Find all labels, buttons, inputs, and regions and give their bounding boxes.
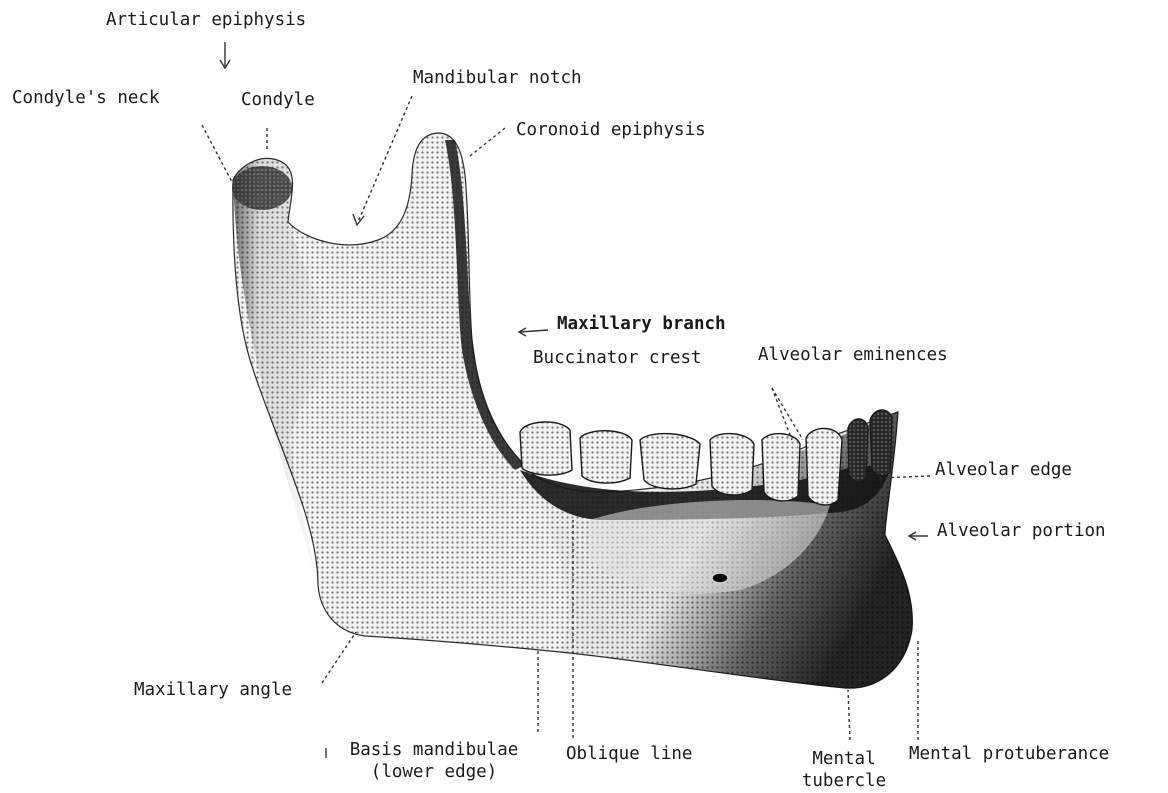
- condyle-head: [232, 166, 292, 210]
- label-mental-tubercle-line2: tubercle: [784, 773, 904, 791]
- label-basis-mandibulae-line2: (lower edge): [334, 764, 534, 782]
- label-maxillary-branch: Maxillary branch: [557, 316, 726, 334]
- label-alveolar-eminences: Alveolar eminences: [758, 347, 948, 365]
- label-coronoid-epiphysis: Coronoid epiphysis: [516, 122, 706, 140]
- label-mental-tubercle: Mental tubercle: [784, 751, 904, 790]
- label-alveolar-edge: Alveolar edge: [935, 462, 1072, 480]
- mental-foramen: [712, 573, 728, 583]
- label-alveolar-portion: Alveolar portion: [937, 523, 1106, 541]
- label-maxillary-angle: Maxillary angle: [134, 682, 292, 700]
- label-mandibular-notch: Mandibular notch: [413, 70, 582, 88]
- label-mental-protuberance: Mental protuberance: [909, 746, 1109, 764]
- label-basis-mandibulae: Basis mandibulae (lower edge): [334, 742, 534, 781]
- label-basis-mandibulae-line1: Basis mandibulae: [334, 742, 534, 760]
- label-articular-epiphysis: Articular epiphysis: [106, 12, 306, 30]
- label-condyle: Condyle: [241, 92, 315, 110]
- label-buccinator-crest: Buccinator crest: [533, 350, 702, 368]
- label-mental-tubercle-line1: Mental: [784, 751, 904, 769]
- label-oblique-line: Oblique line: [566, 746, 692, 764]
- label-condyles-neck: Condyle's neck: [12, 90, 160, 108]
